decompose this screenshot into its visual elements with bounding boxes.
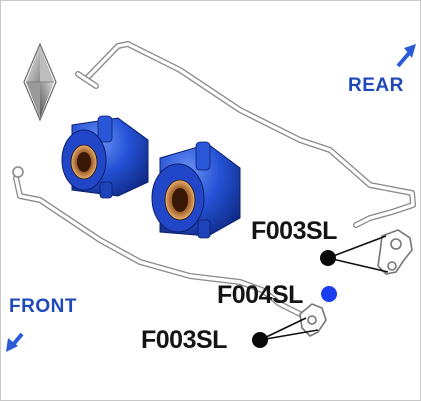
marker-black-bottom (252, 332, 268, 348)
part-label-bottom: F003SL (141, 326, 227, 354)
marker-black-top (320, 250, 336, 266)
marker-blue-middle (321, 286, 337, 302)
callout-bottom (252, 317, 319, 348)
rear-label: REAR (348, 75, 404, 96)
bushing-left (61, 115, 149, 199)
rear-end-link (377, 229, 413, 275)
part-label-top: F003SL (251, 217, 337, 245)
callout-top (320, 235, 389, 273)
diamond-logo-icon (23, 42, 57, 122)
arrow-down-left-icon (6, 332, 24, 352)
callout-middle (321, 286, 337, 302)
bushing-right (151, 141, 241, 239)
rear-stabilizer-bar (75, 41, 416, 228)
part-label-middle: F004SL (217, 281, 303, 309)
front-stabilizer-bar (12, 166, 303, 317)
front-label: FRONT (9, 296, 77, 317)
arrow-up-right-icon (396, 44, 416, 68)
front-end-link (299, 303, 327, 337)
